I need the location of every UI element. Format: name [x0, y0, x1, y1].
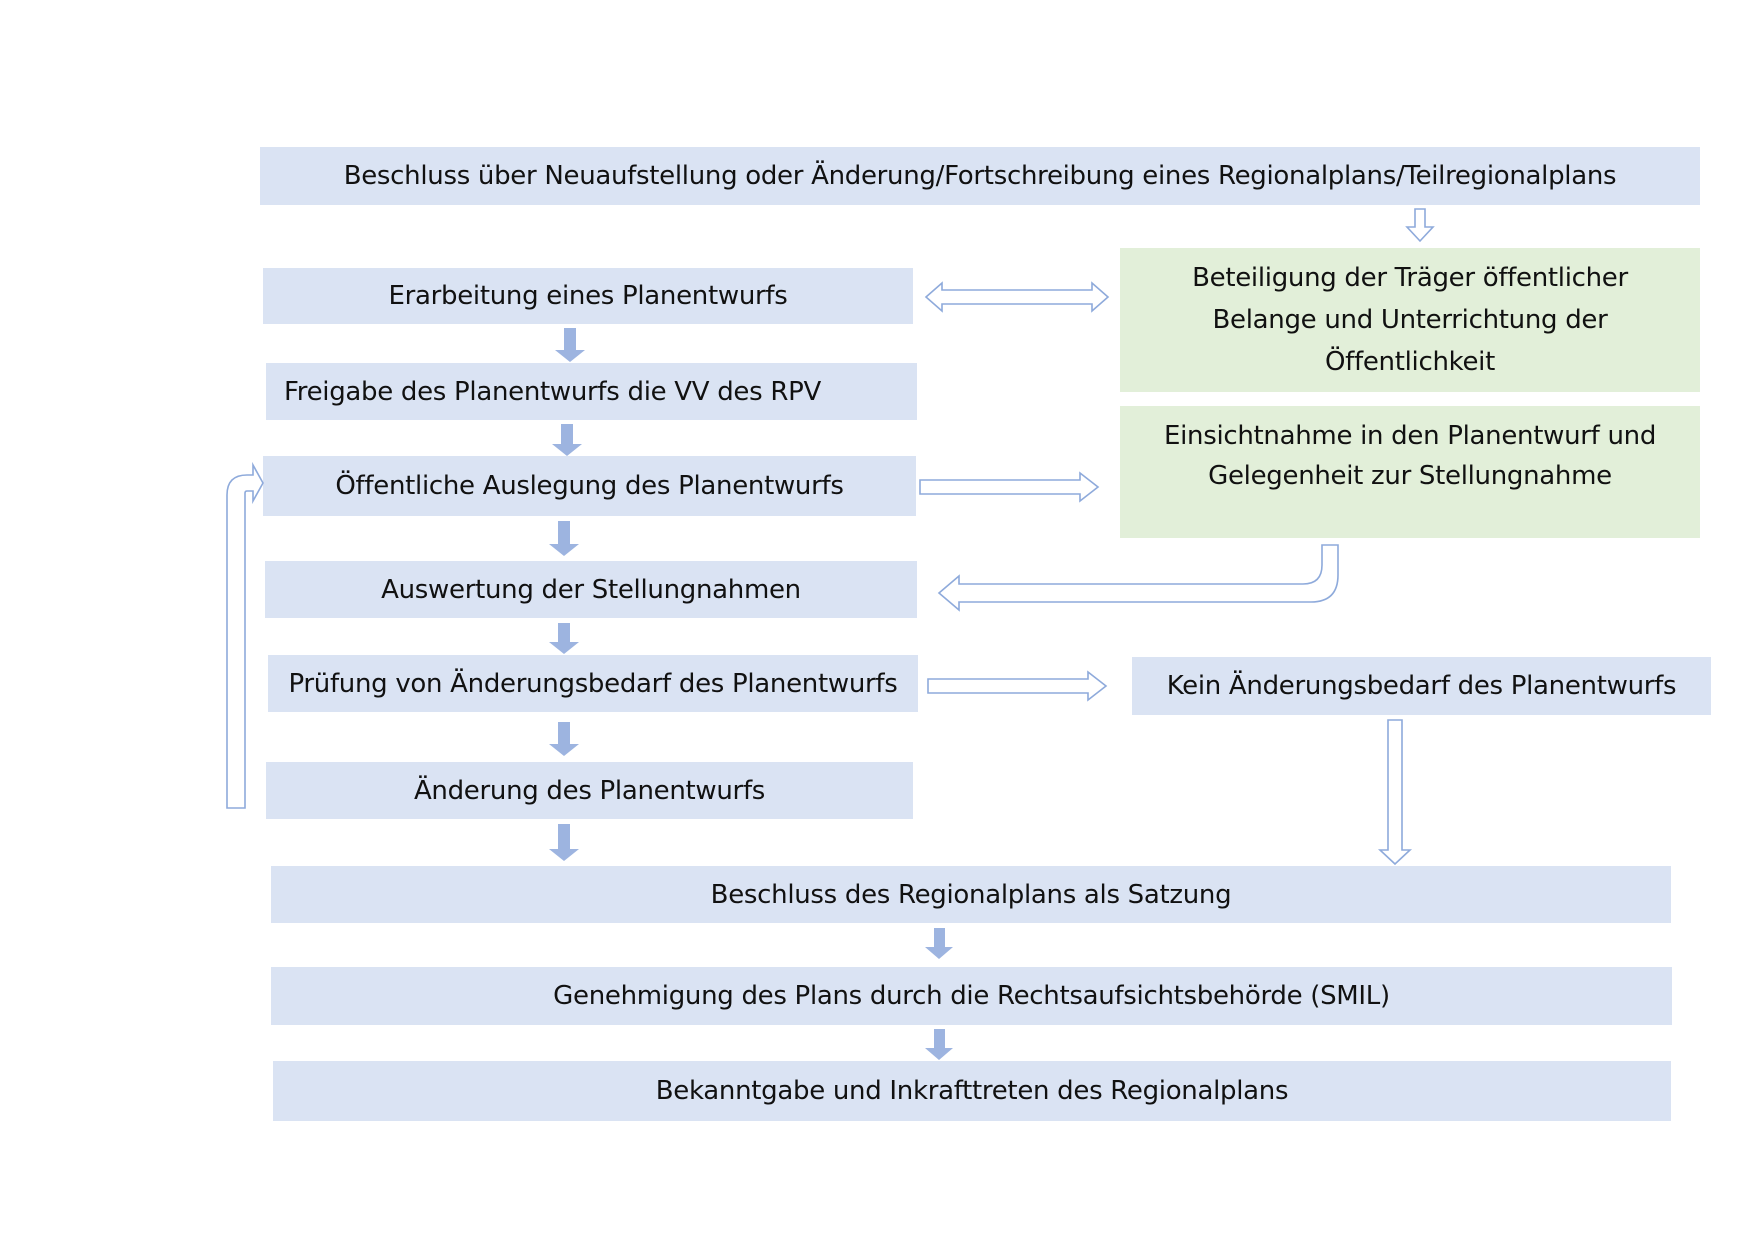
outline-arrow-beschluss-beteiligung [1405, 208, 1435, 243]
outline-arrow-auslegung-einsichtnahme [919, 471, 1100, 503]
node-label: Auswertung der Stellungnahmen [381, 574, 801, 605]
node-beschluss-neuaufstellung: Beschluss über Neuaufstellung oder Änder… [260, 147, 1700, 205]
solid-arrow-auslegung-auswertung [549, 521, 579, 556]
solid-arrow-aenderung-satzung [549, 824, 579, 861]
node-erarbeitung: Erarbeitung eines Planentwurfs [263, 268, 913, 324]
node-pruefung: Prüfung von Änderungsbedarf des Planentw… [268, 655, 918, 712]
node-aenderung: Änderung des Planentwurfs [266, 762, 913, 819]
node-label-line: Belange und Unterrichtung der [1212, 305, 1608, 335]
node-label-line: Einsichtnahme in den Planentwurf und [1163, 421, 1657, 451]
node-label: Öffentliche Auslegung des Planentwurfs [335, 471, 844, 501]
node-label: Bekanntgabe und Inkrafttreten des Region… [655, 1076, 1289, 1106]
node-kein-aenderungsbedarf: Kein Änderungsbedarf des Planentwurfs [1132, 657, 1711, 715]
outline-arrow-aenderung-auslegung-loop [226, 461, 264, 809]
node-label: Kein Änderungsbedarf des Planentwurfs [1166, 671, 1677, 701]
node-label: Änderung des Planentwurfs [413, 775, 766, 806]
node-auslegung: Öffentliche Auslegung des Planentwurfs [263, 456, 916, 516]
solid-arrow-erarbeitung-freigabe [555, 328, 585, 362]
node-label: Erarbeitung eines Planentwurfs [388, 281, 788, 311]
node-label: Beschluss über Neuaufstellung oder Änder… [343, 161, 1617, 191]
node-genehmigung: Genehmigung des Plans durch die Rechtsau… [271, 967, 1672, 1025]
outline-arrow-erarbeitung-beteiligung [924, 281, 1110, 313]
outline-arrow-einsichtnahme-auswertung [937, 544, 1339, 612]
node-bekanntgabe: Bekanntgabe und Inkrafttreten des Region… [273, 1061, 1671, 1121]
node-beteiligung: Beteiligung der Träger öffentlicher Bela… [1120, 248, 1700, 392]
node-label: Beschluss des Regionalplans als Satzung [710, 879, 1232, 910]
node-label-line: Gelegenheit zur Stellungnahme [1208, 461, 1612, 491]
solid-arrow-genehmigung-bekanntgabe [925, 1029, 953, 1060]
node-auswertung: Auswertung der Stellungnahmen [265, 561, 917, 618]
node-label: Prüfung von Änderungsbedarf des Planentw… [288, 668, 898, 699]
node-einsichtnahme: Einsichtnahme in den Planentwurf und Gel… [1120, 406, 1700, 538]
node-beschluss-satzung: Beschluss des Regionalplans als Satzung [271, 866, 1671, 923]
node-label: Freigabe des Planentwurfs die VV des RPV [284, 376, 821, 407]
node-label: Genehmigung des Plans durch die Rechtsau… [553, 981, 1390, 1011]
node-label-line: Öffentlichkeit [1324, 347, 1495, 377]
solid-arrow-auswertung-pruefung [549, 623, 579, 654]
solid-arrow-satzung-genehmigung [925, 928, 953, 959]
outline-arrow-pruefung-kein [927, 670, 1108, 702]
solid-arrow-freigabe-auslegung [552, 424, 582, 456]
outline-arrow-kein-satzung [1377, 719, 1413, 866]
node-freigabe: Freigabe des Planentwurfs die VV des RPV [266, 363, 917, 420]
node-label-line: Beteiligung der Träger öffentlicher [1192, 263, 1628, 293]
solid-arrow-pruefung-aenderung [549, 722, 579, 756]
